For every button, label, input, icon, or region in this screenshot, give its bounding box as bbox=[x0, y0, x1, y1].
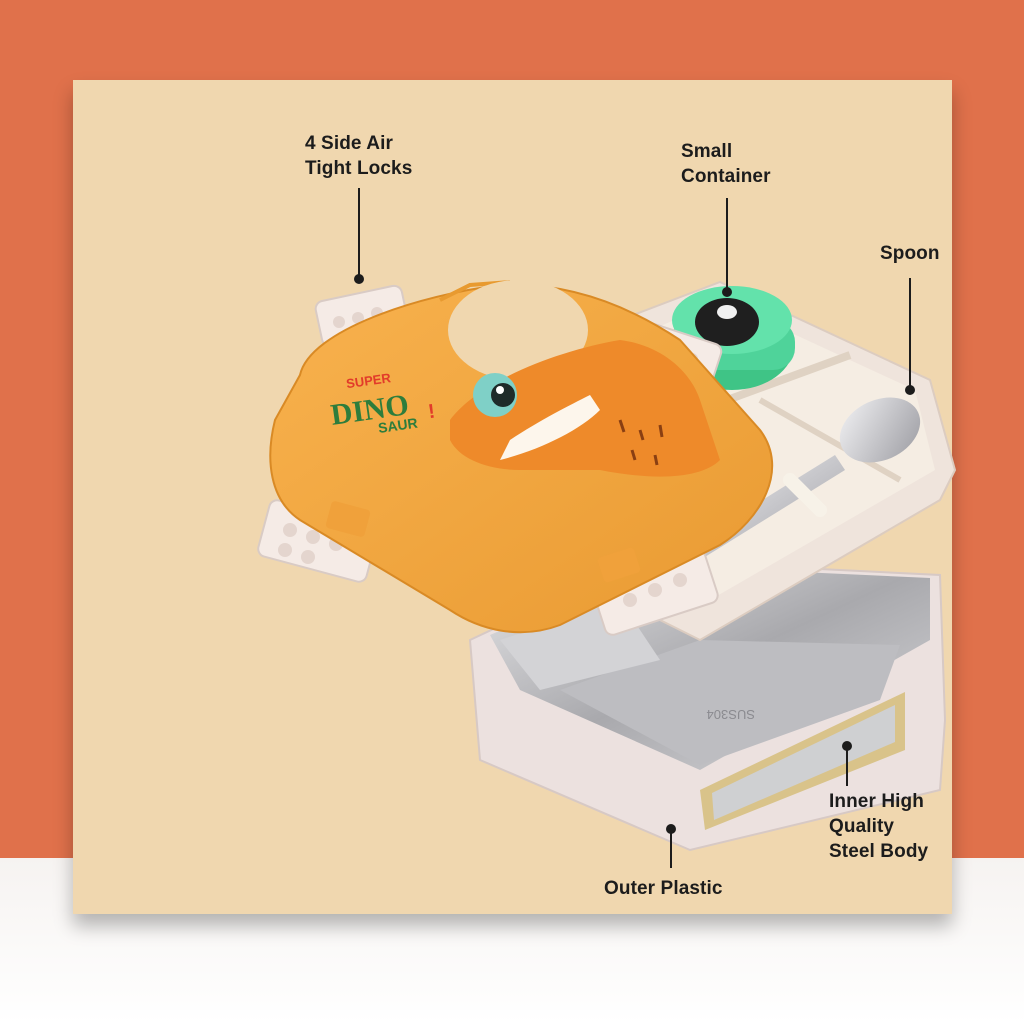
callout-small-container-line bbox=[726, 198, 728, 290]
dino-lid bbox=[269, 280, 774, 634]
callout-steel-body-line bbox=[846, 750, 848, 786]
callout-spoon-line bbox=[909, 278, 911, 388]
callout-locks-line bbox=[358, 188, 360, 278]
lid-text-saur: SAUR bbox=[377, 415, 419, 436]
lock-tab-bottom bbox=[591, 549, 719, 636]
outer-plastic-box: SUS304 bbox=[468, 558, 947, 852]
callout-steel-body-dot bbox=[842, 741, 852, 751]
callout-outer-plastic-line bbox=[670, 832, 672, 868]
callout-locks-dot bbox=[354, 274, 364, 284]
steel-stamp: SUS304 bbox=[707, 707, 755, 722]
callout-small-container-dot bbox=[722, 287, 732, 297]
callout-steel-body-label: Inner High Quality Steel Body bbox=[829, 791, 929, 862]
callout-small-container-label: Small Container bbox=[681, 141, 771, 187]
lid-text-exclaim: ! bbox=[427, 400, 437, 423]
callout-locks-label: 4 Side Air Tight Locks bbox=[305, 133, 413, 179]
callout-spoon-dot bbox=[905, 385, 915, 395]
callout-spoon-label: Spoon bbox=[880, 243, 940, 264]
callout-outer-plastic-dot bbox=[666, 824, 676, 834]
callout-outer-plastic-label: Outer Plastic bbox=[604, 878, 723, 899]
lid-text-super: SUPER bbox=[345, 370, 392, 391]
